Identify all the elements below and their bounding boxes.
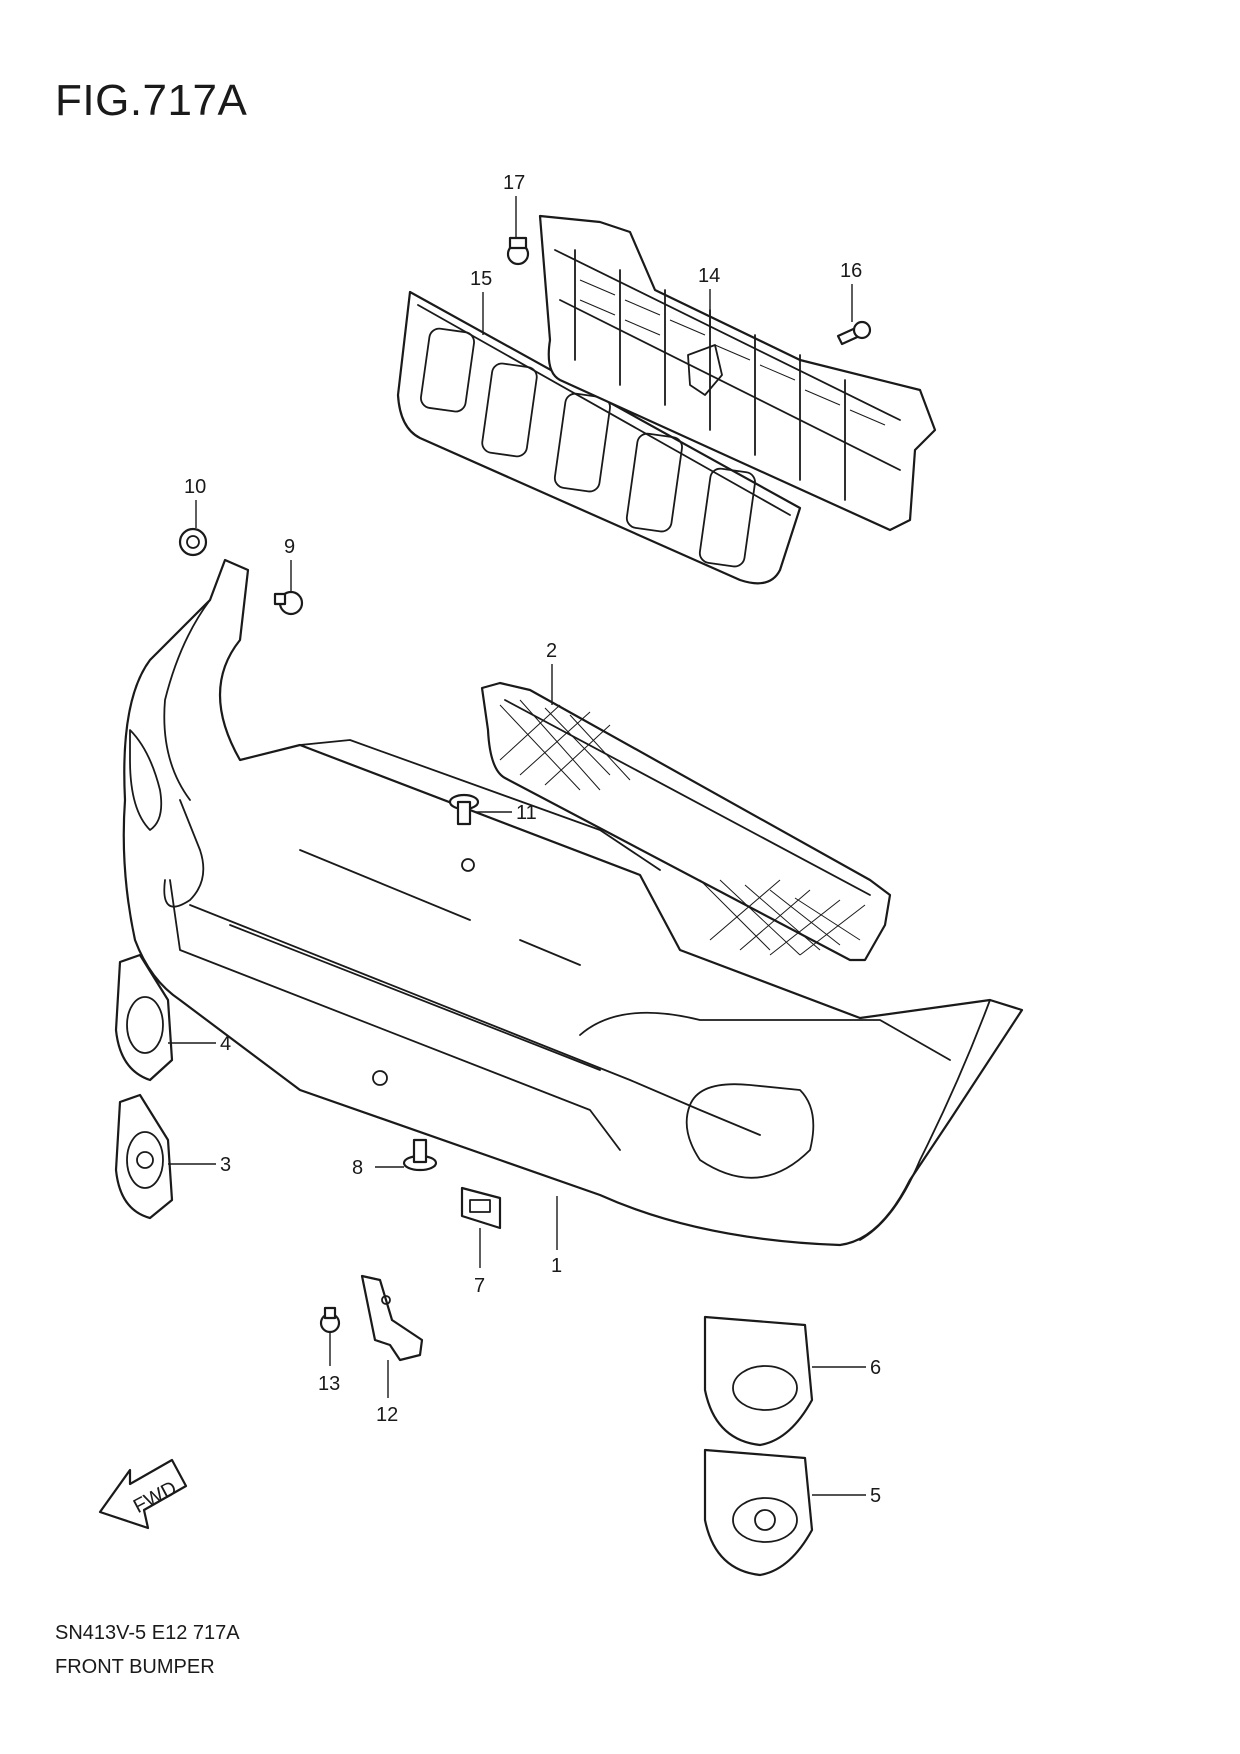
callout-9: 9 (284, 536, 295, 558)
part-5-fog-lamp-cover-right-with-hole[interactable] (703, 1448, 814, 1577)
part-8-push-pin[interactable] (402, 1138, 438, 1172)
callout-5: 5 (870, 1485, 881, 1507)
callout-12: 12 (376, 1404, 398, 1426)
callout-1: 1 (551, 1255, 562, 1277)
part-9-bolt[interactable] (273, 590, 304, 616)
callout-labels: 17 16 14 15 10 9 2 11 4 3 8 1 7 12 13 6 … (184, 172, 881, 1507)
callout-6: 6 (870, 1357, 881, 1379)
part-2-lower-grille[interactable] (480, 681, 892, 962)
footer-section-name: FRONT BUMPER (55, 1656, 215, 1678)
part-7-bracket-plate[interactable] (460, 1186, 502, 1230)
callout-15: 15 (470, 268, 492, 290)
callout-16: 16 (840, 260, 862, 282)
callout-11: 11 (516, 802, 537, 824)
part-12-bracket[interactable] (360, 1274, 424, 1362)
bezel-openings (420, 327, 756, 568)
footer-model-code: SN413V-5 E12 717A (55, 1622, 240, 1644)
callout-4: 4 (220, 1033, 231, 1055)
part-15-grille-bezel[interactable] (396, 290, 802, 585)
fwd-direction-arrow: FWD (98, 1458, 188, 1530)
figure-title: FIG.717A (55, 76, 248, 125)
callout-14: 14 (698, 265, 720, 287)
leader-lines (168, 196, 866, 1496)
callout-2: 2 (546, 640, 557, 662)
grille-slats (574, 249, 886, 501)
part-1-front-bumper-cover[interactable] (122, 558, 1024, 1247)
part-17-clip[interactable] (506, 236, 530, 266)
callout-17: 17 (503, 172, 525, 194)
callout-8: 8 (352, 1157, 363, 1179)
part-10-nut[interactable] (178, 527, 208, 557)
part-14-grille[interactable] (538, 214, 937, 532)
callout-7: 7 (474, 1275, 485, 1297)
callout-3: 3 (220, 1154, 231, 1176)
part-16-screw[interactable] (836, 320, 872, 346)
part-13-bolt[interactable] (319, 1306, 341, 1334)
part-4-fog-lamp-cover-left[interactable] (114, 953, 174, 1082)
callout-10: 10 (184, 476, 206, 498)
part-6-fog-lamp-cover-right[interactable] (703, 1315, 814, 1447)
part-3-fog-lamp-cover-left-with-hole[interactable] (114, 1093, 174, 1220)
part-11-clip[interactable] (448, 793, 480, 826)
callout-13: 13 (318, 1373, 340, 1395)
